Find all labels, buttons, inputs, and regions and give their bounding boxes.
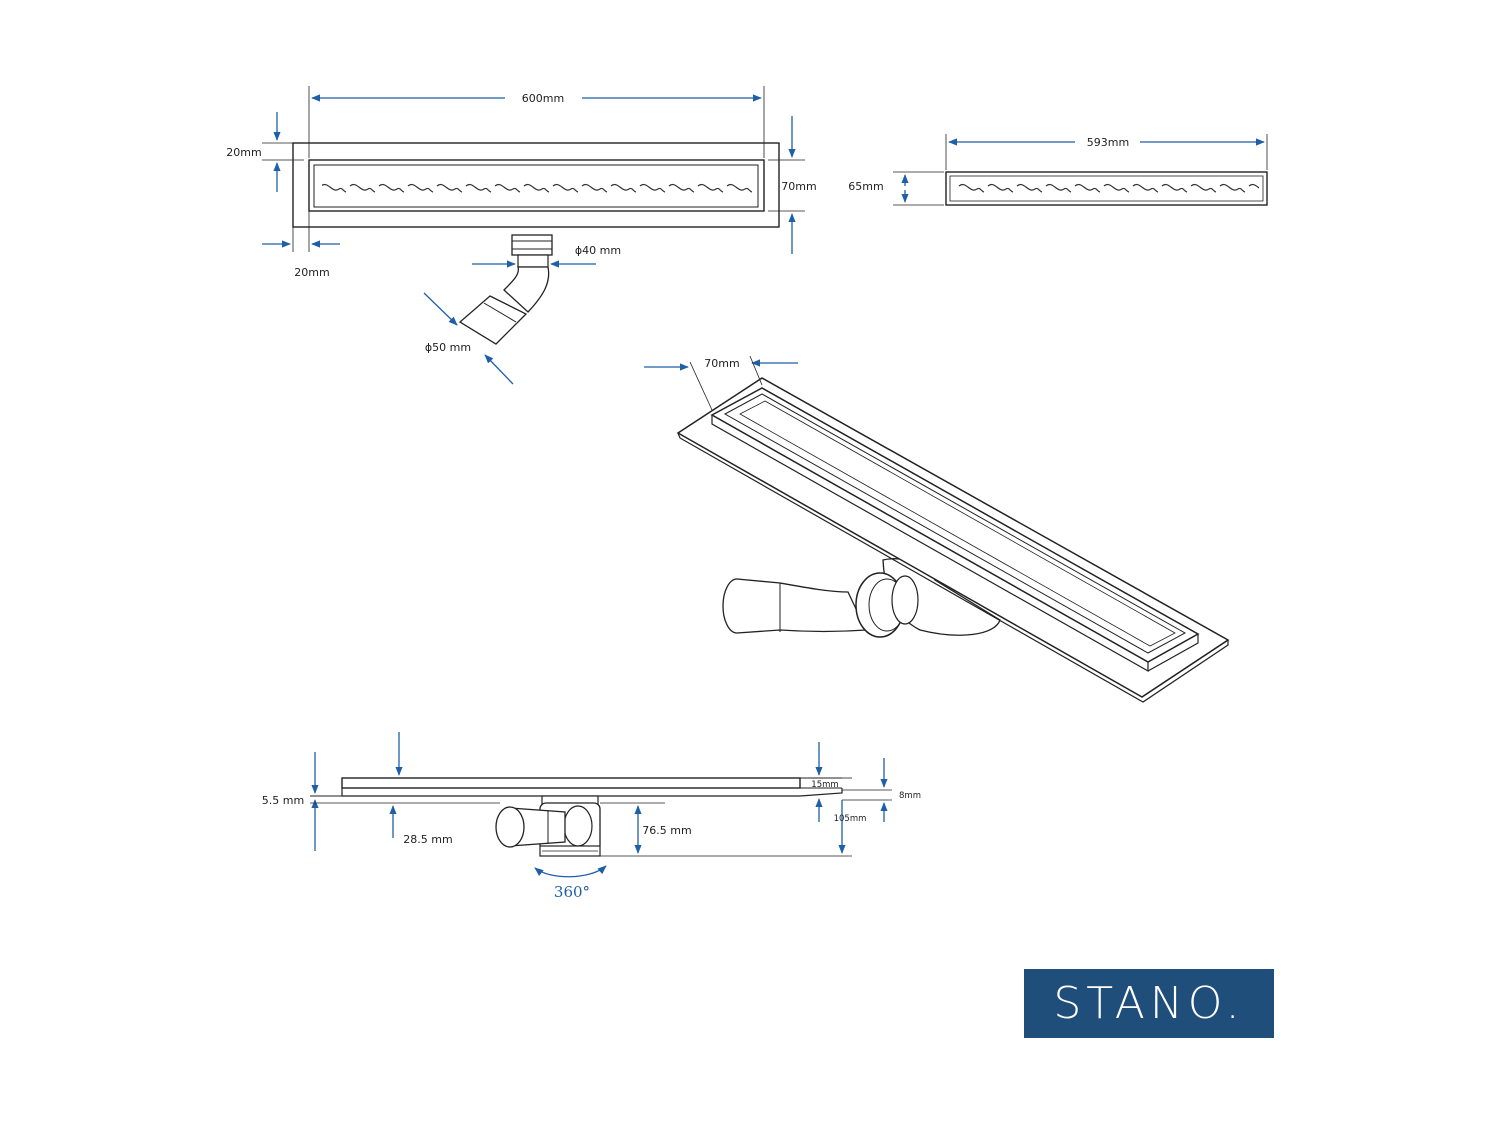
outlet-nut [511, 234, 553, 256]
grate-wave-pattern [955, 178, 1259, 198]
dim-side-margin-20: 20mm [294, 266, 329, 279]
outlet-elbow [503, 266, 550, 313]
side-pipe [509, 807, 566, 847]
dim-outlet-height-28-5: 28.5 mm [403, 833, 452, 846]
top-view: 600mm 20mm 20mm 70mm ϕ40 mm ϕ50 mm [226, 86, 817, 385]
dim-frame-height-8: 8mm [899, 791, 921, 801]
wave-pattern [322, 176, 752, 196]
rotation-arrow [534, 865, 607, 878]
side-grate-bar [341, 777, 801, 789]
dim-total-height-105: 105mm [834, 814, 867, 824]
side-view: 5.5 mm 28.5 mm 76.5 mm 15mm 8mm 105mm 36… [262, 732, 921, 901]
grate-view: 593mm 65mm [848, 134, 1268, 206]
iso-pipe [736, 578, 867, 634]
iso-grate [723, 393, 1187, 654]
side-pipe-end [495, 806, 525, 848]
drain-channel-outline [308, 159, 765, 212]
dim-top-margin-20: 20mm [226, 146, 261, 159]
dim-flange-5-5: 5.5 mm [262, 794, 304, 807]
dim-pipe-diameter-50: ϕ50 mm [425, 341, 471, 354]
drain-flange-outline [292, 142, 780, 228]
dim-grate-width-65: 65mm [848, 180, 883, 193]
dim-length-600: 600mm [522, 92, 564, 105]
isometric-view: 70mm [644, 355, 1230, 703]
side-flange [341, 788, 843, 797]
dim-iso-width-70: 70mm [704, 357, 739, 370]
outlet-neck [517, 254, 549, 268]
outlet-pipe [458, 295, 528, 345]
dim-rotation-360: 360° [554, 883, 590, 901]
dim-width-70: 70mm [781, 180, 816, 193]
dim-depth-76-5: 76.5 mm [642, 824, 691, 837]
logo-text: STANO. [1053, 978, 1245, 1029]
drain-grate [313, 164, 759, 208]
dim-grate-height-15: 15mm [811, 780, 838, 790]
grate-outline [945, 171, 1268, 206]
dim-grate-length-593: 593mm [1087, 136, 1129, 149]
dim-outlet-diameter-40: ϕ40 mm [575, 244, 621, 257]
stano-logo: STANO. [1024, 969, 1274, 1038]
